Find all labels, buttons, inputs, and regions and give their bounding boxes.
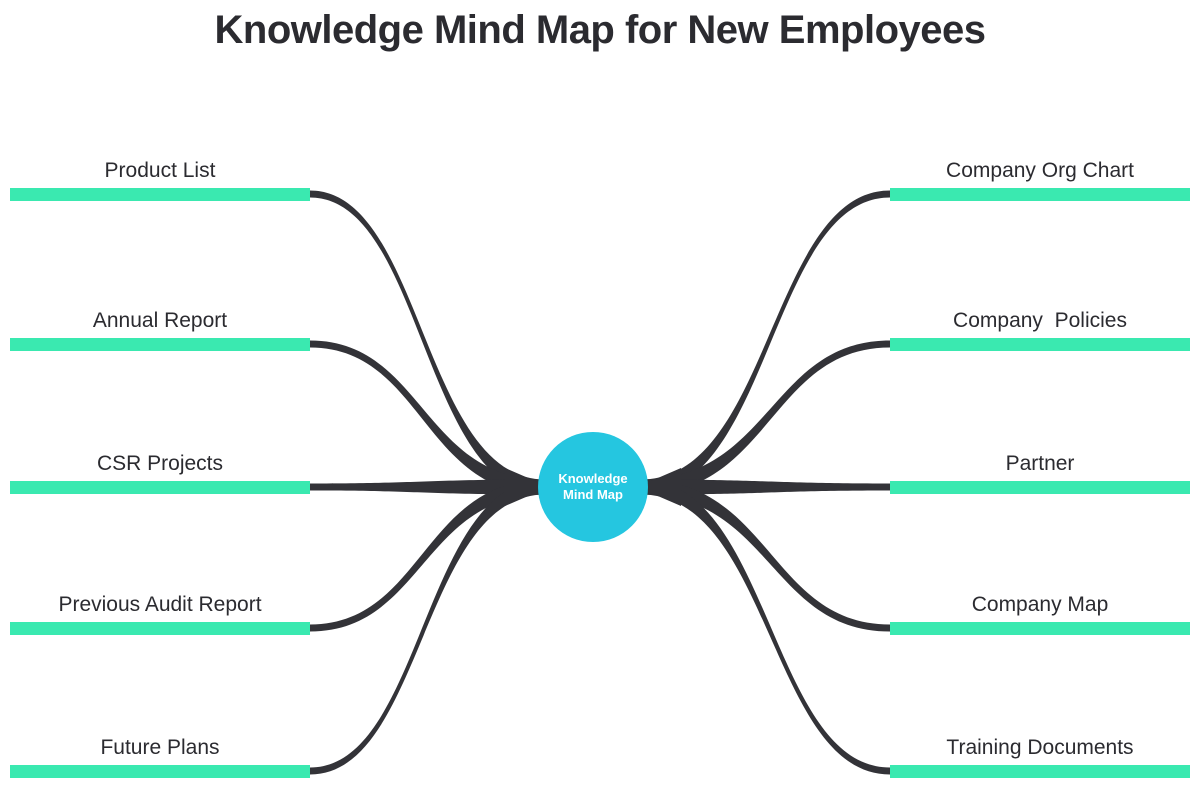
branch-right-3[interactable]: Company Map — [890, 593, 1190, 635]
connector-path — [310, 479, 545, 775]
connector-path — [641, 479, 890, 495]
page-title: Knowledge Mind Map for New Employees — [214, 8, 986, 52]
branch-bar[interactable] — [890, 188, 1190, 201]
connector-path — [641, 479, 890, 775]
branch-right-2[interactable]: Partner — [890, 452, 1190, 494]
branch-left-4[interactable]: Future Plans — [10, 736, 310, 778]
connector-paths — [310, 190, 890, 775]
connector-path — [310, 340, 545, 495]
connector-path — [637, 468, 681, 506]
branch-bar[interactable] — [10, 765, 310, 778]
branch-label: Product List — [104, 159, 216, 182]
branch-label: Training Documents — [946, 736, 1134, 759]
branch-label: Company Policies — [953, 309, 1127, 332]
connector-path — [310, 190, 545, 495]
branch-label: Company Map — [971, 593, 1109, 616]
center-node[interactable]: Knowledge Mind Map — [538, 432, 648, 542]
branch-label: Partner — [1005, 452, 1075, 475]
branch-bar[interactable] — [10, 188, 310, 201]
connector-path — [641, 340, 890, 495]
branch-bar[interactable] — [890, 622, 1190, 635]
branch-label: Company Org Chart — [946, 159, 1134, 182]
branch-bar[interactable] — [890, 338, 1190, 351]
branch-label: Previous Audit Report — [58, 593, 262, 616]
branch-right-4[interactable]: Training Documents — [890, 736, 1190, 778]
branch-bar[interactable] — [10, 338, 310, 351]
branch-bar[interactable] — [10, 622, 310, 635]
connector-path — [505, 468, 549, 506]
branch-left-1[interactable]: Annual Report — [10, 309, 310, 351]
branch-label: Future Plans — [100, 736, 220, 759]
branch-left-3[interactable]: Previous Audit Report — [10, 593, 310, 635]
branch-left-0[interactable]: Product List — [10, 159, 310, 201]
branch-left-2[interactable]: CSR Projects — [10, 452, 310, 494]
connector-path — [310, 479, 545, 495]
branch-right-1[interactable]: Company Policies — [890, 309, 1190, 351]
branch-right-0[interactable]: Company Org Chart — [890, 159, 1190, 201]
connector-path — [641, 479, 890, 632]
branch-label: Annual Report — [92, 309, 228, 332]
connector-path — [641, 190, 890, 495]
branch-bar[interactable] — [10, 481, 310, 494]
branch-label: CSR Projects — [96, 452, 224, 475]
connector-path — [310, 479, 545, 632]
center-node-label: Knowledge Mind Map — [558, 471, 628, 502]
branch-bar[interactable] — [890, 765, 1190, 778]
branch-bar[interactable] — [890, 481, 1190, 494]
